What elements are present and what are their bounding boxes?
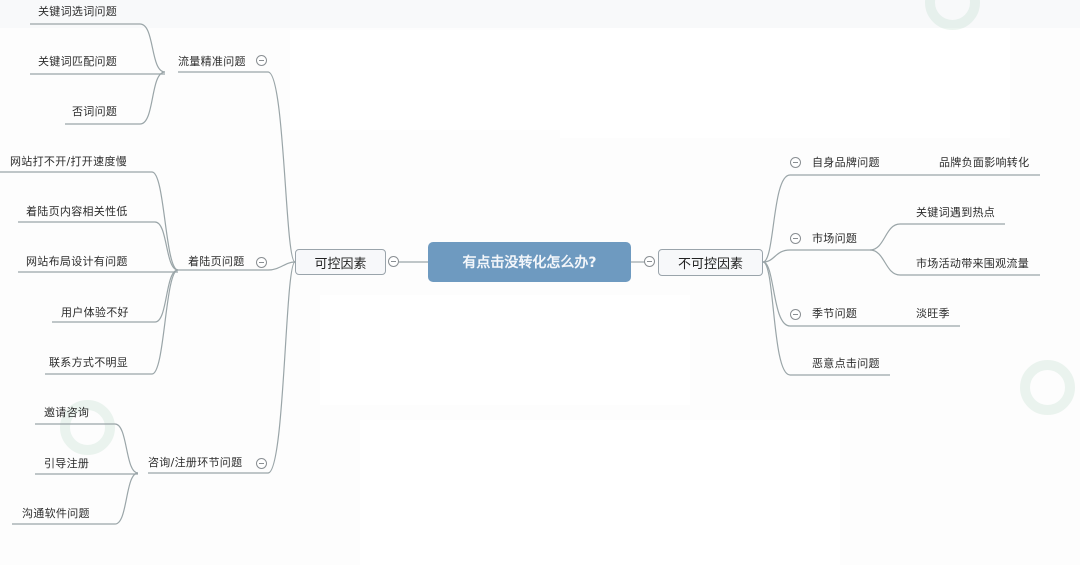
leaf-site-slow[interactable]: 网站打不开/打开速度慢 [10, 155, 128, 168]
collapse-icon[interactable] [388, 256, 399, 267]
leaf-chat-software[interactable]: 沟通软件问题 [22, 507, 90, 520]
leaf-hot-keywords[interactable]: 关键词遇到热点 [916, 206, 996, 219]
collapse-icon[interactable] [790, 157, 801, 168]
collapse-icon[interactable] [256, 55, 267, 66]
leaf-market-activity-traffic[interactable]: 市场活动带来围观流量 [916, 257, 1029, 270]
leaf-negative-keywords[interactable]: 否词问题 [72, 105, 118, 118]
collapse-icon[interactable] [790, 309, 801, 320]
leaf-layout-design[interactable]: 网站布局设计有问题 [26, 255, 128, 268]
leaf-contact-unclear[interactable]: 联系方式不明显 [49, 356, 129, 369]
collapse-icon[interactable] [256, 458, 267, 469]
root-node-label: 有点击没转化怎么办? [462, 255, 597, 271]
branch-season[interactable]: 季节问题 [812, 307, 858, 320]
leaf-negative-brand[interactable]: 品牌负面影响转化 [939, 156, 1030, 169]
controllable-factors-node[interactable]: 可控因素 [295, 249, 386, 275]
background-patch [360, 420, 840, 565]
collapse-icon[interactable] [256, 257, 267, 268]
controllable-factors-label: 可控因素 [314, 256, 367, 272]
background-patch [290, 30, 560, 130]
collapse-icon[interactable] [644, 256, 655, 267]
collapse-icon[interactable] [790, 233, 801, 244]
root-node[interactable]: 有点击没转化怎么办? [428, 242, 631, 282]
leaf-guide-register[interactable]: 引导注册 [44, 457, 90, 470]
uncontrollable-factors-node[interactable]: 不可控因素 [658, 249, 763, 276]
branch-malicious-clicks[interactable]: 恶意点击问题 [812, 357, 880, 370]
watermark-logo [1020, 360, 1075, 415]
leaf-keyword-selection[interactable]: 关键词选词问题 [38, 5, 118, 18]
branch-traffic-accuracy[interactable]: 流量精准问题 [178, 55, 246, 68]
watermark-logo [60, 400, 115, 455]
leaf-invite-consult[interactable]: 邀请咨询 [44, 406, 90, 419]
branch-consult-register[interactable]: 咨询/注册环节问题 [148, 456, 243, 469]
leaf-keyword-matching[interactable]: 关键词匹配问题 [38, 55, 118, 68]
leaf-user-experience[interactable]: 用户体验不好 [61, 306, 129, 319]
branch-market[interactable]: 市场问题 [812, 232, 858, 245]
watermark-logo [925, 0, 980, 30]
leaf-peak-offpeak[interactable]: 淡旺季 [916, 307, 950, 320]
leaf-low-relevance[interactable]: 着陆页内容相关性低 [26, 205, 128, 218]
branch-landing-page[interactable]: 着陆页问题 [188, 255, 245, 268]
branch-own-brand[interactable]: 自身品牌问题 [812, 156, 880, 169]
uncontrollable-factors-label: 不可控因素 [677, 257, 743, 272]
background-patch [320, 295, 690, 405]
background-patch [560, 28, 1010, 138]
